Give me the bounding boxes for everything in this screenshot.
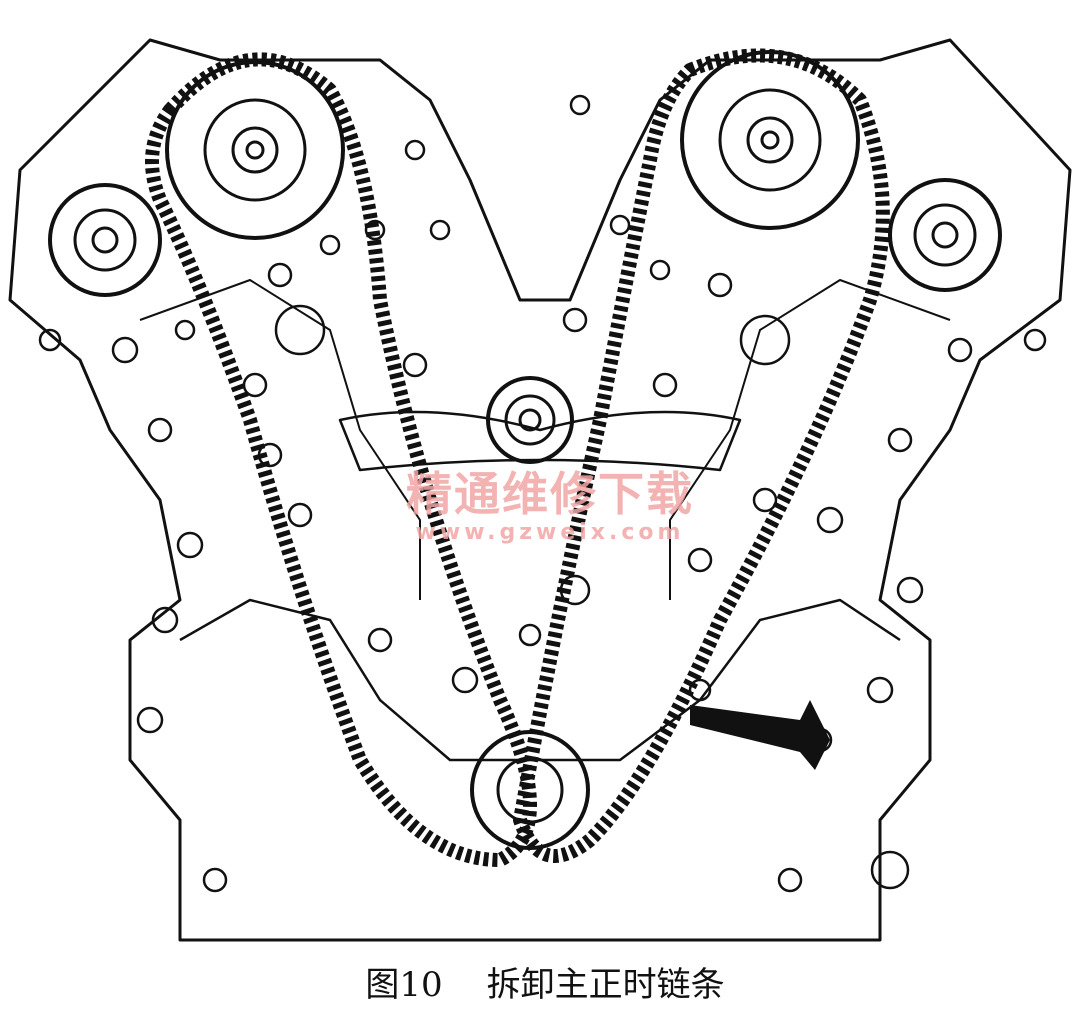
engine-timing-diagram xyxy=(8,38,1072,942)
left-cam-sprocket xyxy=(165,60,345,240)
figure-number: 图10 xyxy=(365,965,443,1005)
right-idler-sprocket xyxy=(888,178,1002,292)
oil-pump-contour xyxy=(338,410,742,472)
inner-contour-left xyxy=(139,279,421,600)
right-cam-sprocket xyxy=(680,50,860,230)
pointer-arrow xyxy=(690,700,830,770)
timing-chain-left xyxy=(145,52,537,867)
crankshaft-sprocket xyxy=(470,730,590,850)
timing-chain-right xyxy=(513,48,890,863)
figure-caption-text: 拆卸主正时链条 xyxy=(486,965,725,1005)
engine-block-outline xyxy=(8,38,1072,942)
left-idler-sprocket xyxy=(48,183,162,297)
inner-contour-right xyxy=(669,279,951,600)
center-idler xyxy=(486,376,574,464)
figure-caption: 图10 拆卸主正时链条 xyxy=(0,962,1090,1008)
